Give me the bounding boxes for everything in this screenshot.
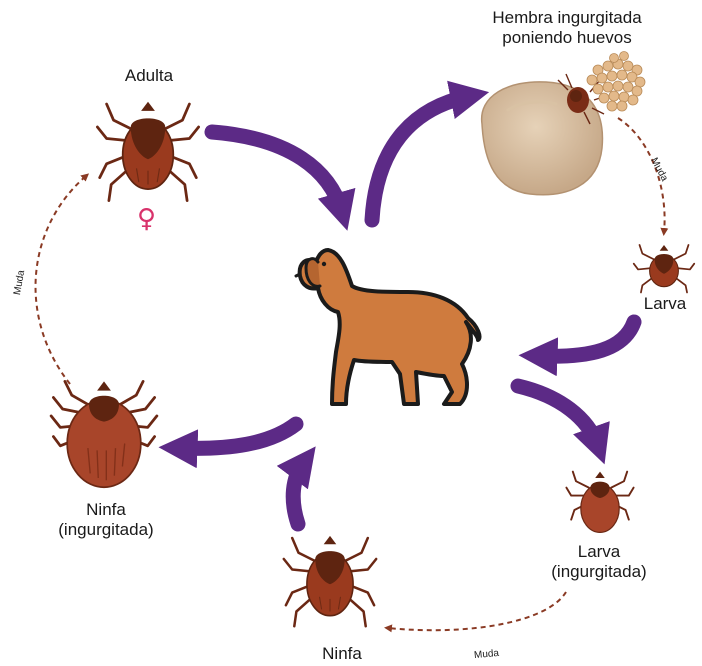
dog-icon xyxy=(296,250,480,404)
molt-arrow-larva-to-nymph xyxy=(388,592,566,630)
label-engorged-larva: Larva (ingurgitada) xyxy=(528,542,670,582)
engorged-female-tick-icon xyxy=(482,74,606,195)
larva-tick-icon xyxy=(634,245,694,293)
arrow-dog-to-engorged-larva xyxy=(518,386,598,446)
arrow-dog-to-engorged-female xyxy=(372,96,470,220)
arrow-dog-to-engorged-nymph xyxy=(178,424,296,448)
label-adult: Adulta xyxy=(112,66,186,86)
label-larva: Larva xyxy=(630,294,700,314)
egg-cluster-icon xyxy=(587,52,645,112)
female-symbol-icon: ♀ xyxy=(137,206,156,232)
molt-label-larva-to-nymph: Muda xyxy=(474,648,500,661)
adult-tick-icon xyxy=(97,102,198,201)
arrow-larva-to-dog xyxy=(538,322,634,356)
arrow-nymph-to-dog xyxy=(293,462,304,524)
engorged-nymph-tick-icon xyxy=(51,381,157,487)
arrow-adult-to-dog xyxy=(212,132,342,212)
engorged-larva-tick-icon xyxy=(566,472,633,533)
label-nymph: Ninfa xyxy=(302,644,382,664)
label-engorged-female: Hembra ingurgitada poniendo huevos xyxy=(462,8,672,48)
molt-arrow-nymph-to-adult xyxy=(36,176,86,384)
label-engorged-nymph: Ninfa (ingurgitada) xyxy=(40,500,172,540)
nymph-tick-icon xyxy=(284,536,376,626)
